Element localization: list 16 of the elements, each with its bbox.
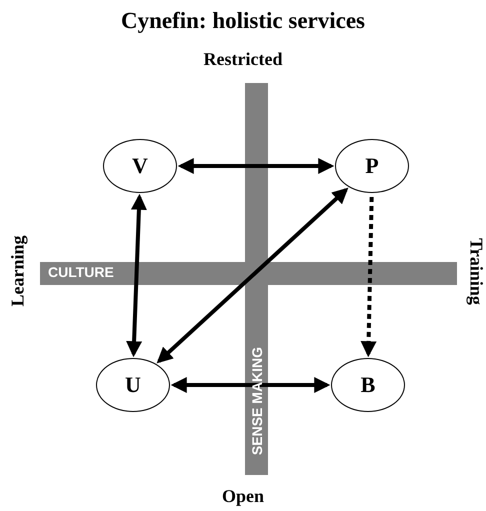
title: Cynefin: holistic services [120,8,366,34]
axis-label: Training [466,237,486,306]
arrow [156,188,348,364]
axis-label: Restricted [202,49,284,70]
arrow [170,377,330,393]
axis-label: Open [220,486,265,507]
bar-label: SENSE MAKING [249,346,265,458]
node-label: V [132,153,148,179]
axis-label: Learning [8,236,28,306]
node-label: U [125,372,141,398]
bar-label: CULTURE [48,264,114,280]
arrow [360,196,377,358]
arrow [126,194,147,358]
node-label: B [360,372,376,398]
arrow [178,158,334,174]
node-label: P [365,153,379,179]
